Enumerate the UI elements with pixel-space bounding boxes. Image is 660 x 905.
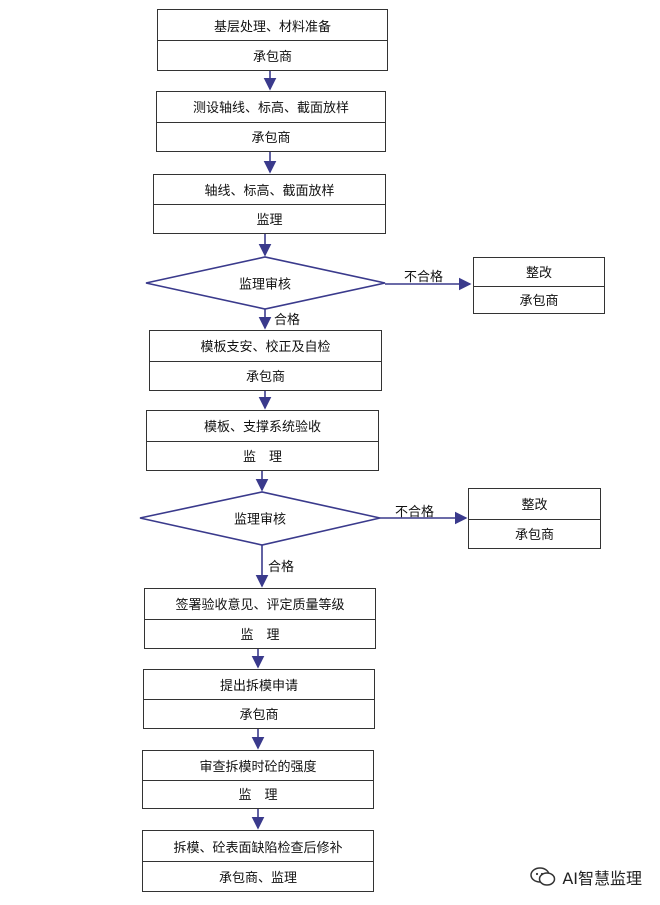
step-8-box: 审查拆模时砼的强度 监 理	[142, 750, 374, 809]
decision-2-pass-label: 合格	[268, 560, 295, 575]
decision-1-fail-label: 不合格	[404, 270, 444, 285]
step-9-role: 承包商、监理	[218, 870, 297, 886]
step-8-task: 审查拆模时砼的强度	[143, 751, 373, 781]
step-7-task: 提出拆模申请	[144, 670, 374, 700]
step-1-task: 基层处理、材料准备	[158, 10, 387, 41]
step-9-box: 拆模、砼表面缺陷检查后修补 承包商、监理	[142, 830, 374, 892]
rework-2-task: 整改	[469, 489, 600, 520]
step-1-role: 承包商	[252, 49, 292, 65]
step-3-task: 轴线、标高、截面放样	[154, 175, 385, 205]
wechat-icon	[530, 867, 556, 886]
step-5-role: 监 理	[242, 449, 282, 465]
step-4-box: 模板支安、校正及自检 承包商	[149, 330, 382, 391]
step-2-task: 测设轴线、标高、截面放样	[157, 92, 385, 123]
decision-2-label: 监理审核	[233, 512, 287, 528]
step-2-role: 承包商	[251, 130, 291, 146]
rework-1-task: 整改	[474, 258, 604, 287]
step-7-role: 承包商	[239, 708, 279, 723]
step-6-box: 签署验收意见、评定质量等级 监 理	[144, 588, 376, 649]
step-6-role: 监 理	[240, 627, 280, 643]
decision-diamond-2	[139, 491, 381, 546]
step-5-box: 模板、支撑系统验收 监 理	[146, 410, 379, 471]
step-4-role: 承包商	[245, 369, 285, 385]
step-1-box: 基层处理、材料准备 承包商	[157, 9, 388, 71]
step-4-task: 模板支安、校正及自检	[150, 331, 381, 362]
rework-2-role: 承包商	[514, 527, 554, 543]
step-8-role: 监 理	[238, 788, 278, 804]
watermark-text: AI智慧监理	[562, 869, 642, 888]
decision-diamond-1	[145, 256, 386, 310]
decision-1-pass-label: 合格	[274, 313, 301, 328]
decision-2-fail-label: 不合格	[395, 505, 435, 520]
step-5-task: 模板、支撑系统验收	[147, 411, 378, 442]
decision-1-label: 监理审核	[238, 277, 292, 293]
step-3-role: 监理	[256, 213, 283, 228]
watermark: AI智慧监理	[530, 865, 642, 889]
step-6-task: 签署验收意见、评定质量等级	[145, 589, 375, 620]
rework-1-role: 承包商	[519, 293, 559, 309]
step-2-box: 测设轴线、标高、截面放样 承包商	[156, 91, 386, 152]
rework-2-box: 整改 承包商	[468, 488, 601, 549]
step-3-box: 轴线、标高、截面放样 监理	[153, 174, 386, 234]
rework-1-box: 整改 承包商	[473, 257, 605, 314]
step-7-box: 提出拆模申请 承包商	[143, 669, 375, 729]
step-9-task: 拆模、砼表面缺陷检查后修补	[143, 831, 373, 862]
